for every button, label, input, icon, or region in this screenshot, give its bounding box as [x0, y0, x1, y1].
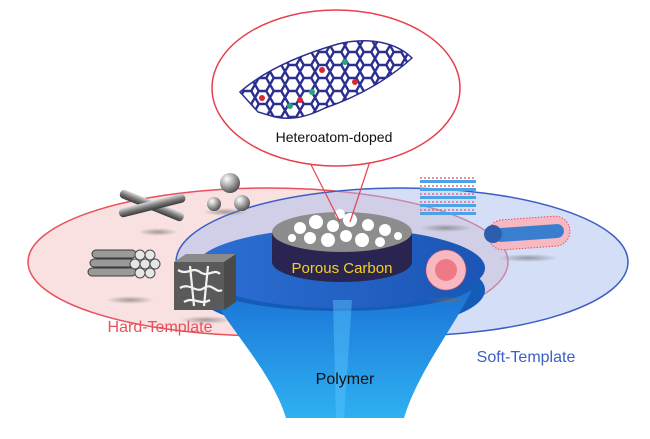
spherical-micelle-icon: [425, 249, 470, 304]
lamellar-micelle-icon: [420, 177, 476, 232]
crossed-rods-icon: [118, 189, 186, 236]
soft-template-label: Soft-Template: [477, 349, 576, 366]
heteroatom-doped-label: Heteroatom-doped: [276, 129, 393, 145]
rod-bundle-icon: [87, 249, 161, 304]
porous-carbon-label: Porous Carbon: [292, 260, 393, 277]
hard-template-label: Hard-Template: [108, 319, 213, 336]
porous-carbon-disc-icon: [272, 209, 412, 282]
porous-cube-icon: [174, 254, 236, 324]
polymer-cone: [208, 290, 472, 418]
polymer-label: Polymer: [316, 371, 375, 388]
cone-highlight: [333, 300, 352, 418]
cylindrical-micelle-icon: [484, 215, 571, 262]
silica-spheres-icon: [203, 173, 250, 216]
